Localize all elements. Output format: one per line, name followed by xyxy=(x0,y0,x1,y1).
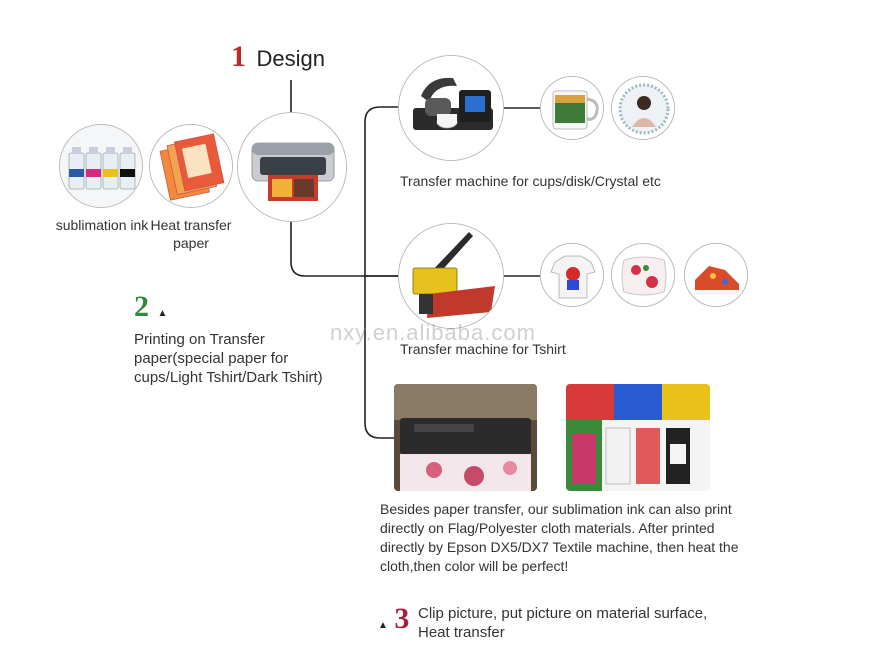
tshirt-icon xyxy=(541,244,603,306)
sublimation-ink-label: sublimation ink xyxy=(55,217,149,233)
textile-printer-photo xyxy=(394,384,537,491)
printed-flags-clothes-photo xyxy=(566,384,710,491)
printed-pillow-image xyxy=(611,243,675,307)
cup-transfer-machine-image xyxy=(398,55,504,161)
transfer-paper-icon xyxy=(150,125,232,207)
step3-number: 3 xyxy=(394,602,410,635)
mug-icon xyxy=(541,77,603,139)
shoes-icon xyxy=(685,244,747,306)
printed-shoes-image xyxy=(684,243,748,307)
heat-transfer-paper-image xyxy=(149,124,233,208)
direct-print-description: Besides paper transfer, our sublimation … xyxy=(380,501,739,574)
step1-label: Design xyxy=(256,46,325,71)
textile-printer-icon xyxy=(394,384,537,491)
step2-heading: 2 ▲ xyxy=(134,290,167,324)
printer-icon xyxy=(238,113,346,221)
step1-heading: 1 Design xyxy=(231,40,325,74)
step2-number: 2 xyxy=(134,290,149,323)
ink-bottles-icon xyxy=(60,125,142,207)
flags-clothes-icon xyxy=(566,384,710,491)
heat-transfer-paper-label: Heat transfer paper xyxy=(150,217,232,251)
photo-plate-icon xyxy=(612,77,674,139)
mug-press-icon xyxy=(399,56,503,160)
pillow-icon xyxy=(612,244,674,306)
step2-label: Printing on Transfer paper(special paper… xyxy=(134,331,323,386)
tshirt-transfer-machine-label: Transfer machine for Tshirt xyxy=(400,341,566,357)
trunk-line xyxy=(364,106,400,439)
printed-plate-image xyxy=(611,76,675,140)
heat-press-icon xyxy=(399,224,503,328)
step1-number: 1 xyxy=(231,40,246,73)
cup-transfer-machine-label: Transfer machine for cups/disk/Crystal e… xyxy=(400,173,661,189)
step3-heading: ▲ 3 xyxy=(378,602,409,636)
step2-arrow-icon: ▲ xyxy=(157,308,168,319)
printed-tshirt-image xyxy=(540,243,604,307)
tshirt-transfer-machine-image xyxy=(398,223,504,329)
step3-arrow-icon: ▲ xyxy=(378,620,388,631)
printed-mug-image xyxy=(540,76,604,140)
sublimation-ink-image xyxy=(59,124,143,208)
printer-image xyxy=(237,112,347,222)
printer-to-tshirt-line xyxy=(290,222,400,277)
watermark-text: nxy.en.alibaba.com xyxy=(330,320,536,345)
step3-label: Clip picture, put picture on material su… xyxy=(418,605,708,641)
